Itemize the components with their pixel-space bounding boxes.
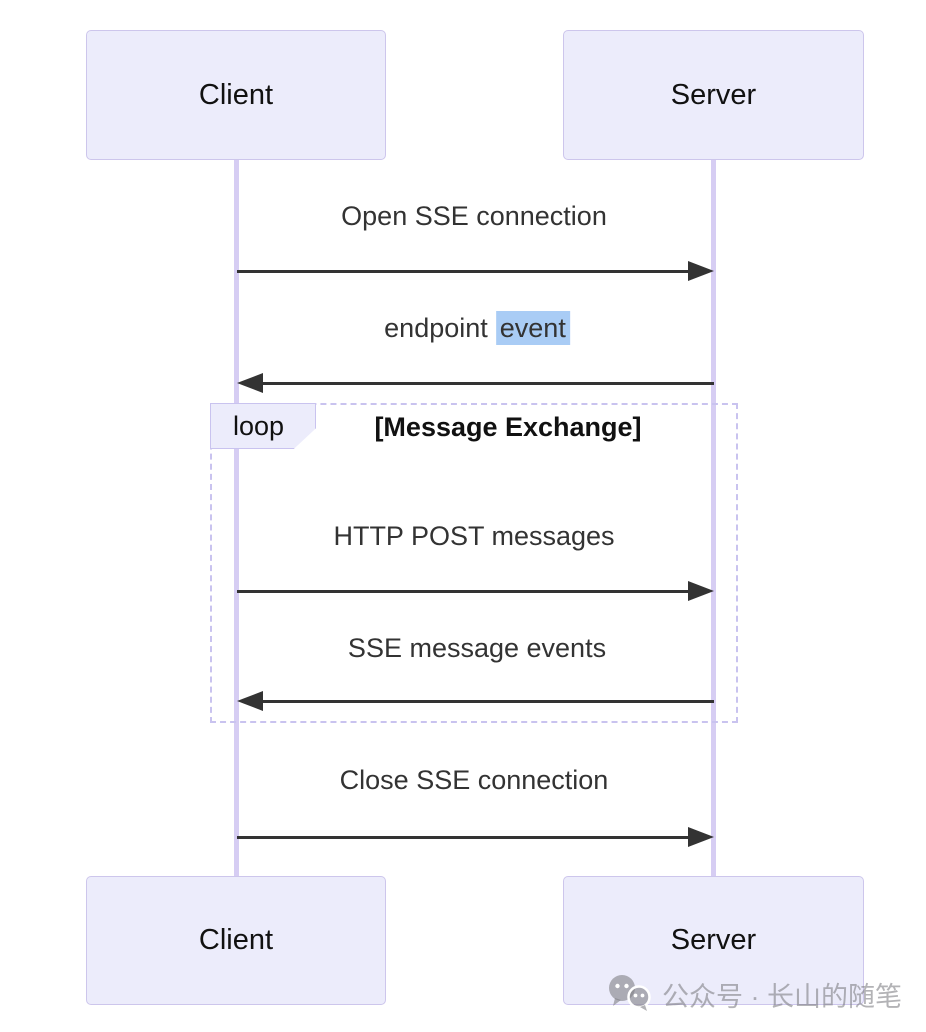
message-label-sse-events: SSE message events [347, 633, 607, 663]
actor-client-label: Client [198, 78, 274, 111]
arrow-line [257, 381, 714, 385]
arrowhead-left-icon [237, 691, 263, 711]
actor-server-label: Server [670, 924, 757, 956]
loop-keyword-label: loop [210, 403, 316, 449]
arrow-line [257, 699, 714, 703]
actor-client-top: Client [86, 30, 386, 160]
arrow-client-to-server [237, 581, 714, 601]
arrow-line [237, 589, 694, 593]
arrowhead-right-icon [688, 261, 714, 281]
actor-server-label: Server [670, 78, 757, 111]
actor-client-label: Client [198, 924, 274, 956]
arrow-client-to-server [237, 261, 714, 281]
loop-condition: [Message Exchange] [374, 412, 642, 442]
actor-server-bottom: Server [563, 876, 864, 1005]
watermark: 公众号 · 长山的随笔 [607, 974, 902, 1014]
arrow-server-to-client [237, 691, 714, 711]
server-lifeline [711, 160, 716, 877]
actor-server-top: Server [563, 30, 864, 160]
message-text: endpoint [384, 313, 488, 343]
arrow-line [237, 269, 694, 273]
loop-keyword: loop [233, 410, 285, 441]
arrowhead-right-icon [688, 581, 714, 601]
watermark-text: 公众号 · 长山的随笔 [662, 981, 902, 1012]
arrow-server-to-client [237, 373, 714, 393]
actor-client-bottom: Client [86, 876, 386, 1005]
arrowhead-left-icon [237, 373, 263, 393]
message-label-http-post: HTTP POST messages [333, 521, 615, 551]
arrowhead-right-icon [688, 827, 714, 847]
client-lifeline [234, 160, 239, 877]
loop-frame [210, 403, 738, 723]
arrow-client-to-server [237, 827, 714, 847]
wechat-official-account-icon [607, 974, 653, 1014]
message-label-open-sse: Open SSE connection [341, 201, 607, 231]
message-label-close-sse: Close SSE connection [339, 765, 609, 795]
highlighted-text: event [495, 311, 570, 345]
arrow-line [237, 835, 694, 839]
